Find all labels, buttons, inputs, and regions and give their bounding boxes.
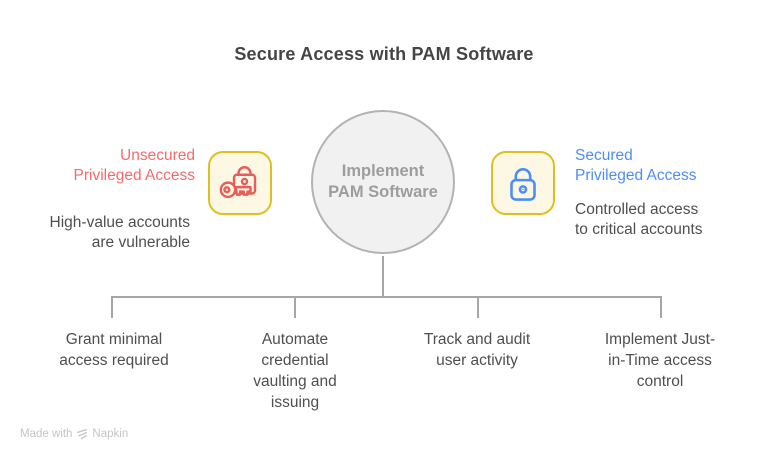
center-stem-connector xyxy=(382,256,384,297)
branch-drop-connector xyxy=(660,296,662,318)
secured-access-description: Controlled access to critical accounts xyxy=(575,201,703,238)
branch-grant-minimal-access: Grant minimal access required xyxy=(59,331,169,369)
watermark-made-with-label: Made with xyxy=(20,428,73,440)
lock-icon xyxy=(491,151,555,215)
napkin-logo-icon xyxy=(76,428,88,440)
unsecured-access-description: High-value accounts are vulnerable xyxy=(49,214,190,251)
watermark-brand-label: Napkin xyxy=(92,428,129,440)
page-title: Secure Access with PAM Software xyxy=(234,44,534,64)
center-node: Implement PAM Software xyxy=(311,110,455,254)
napkin-watermark: Made with Napkin xyxy=(20,428,128,440)
branch-just-in-time-access: Implement Just- in-Time access control xyxy=(604,331,716,390)
secured-access-heading: Secured Privileged Access xyxy=(575,147,697,184)
branch-drop-connector xyxy=(294,296,296,318)
branch-track-audit-activity: Track and audit user activity xyxy=(423,331,531,369)
branch-horizontal-connector xyxy=(111,296,662,298)
unsecured-access-heading: Unsecured Privileged Access xyxy=(73,147,195,184)
branch-automate-credential-vaulting: Automate credential vaulting and issuing xyxy=(253,331,337,411)
branch-drop-connector xyxy=(477,296,479,318)
branch-drop-connector xyxy=(111,296,113,318)
key-lock-icon xyxy=(208,151,272,215)
